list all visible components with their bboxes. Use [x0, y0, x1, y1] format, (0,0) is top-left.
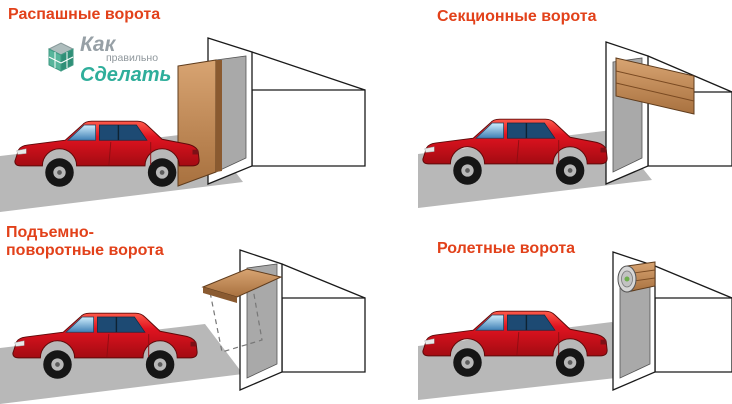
logo-word-pravilno: правильно: [106, 52, 159, 64]
logo-word-sdelat: Сделать: [80, 63, 172, 86]
garage-roof-edge: [647, 55, 732, 93]
swing-gate-edge: [216, 60, 222, 172]
illustration-tilt-gates: [0, 249, 366, 404]
logo-word-kak: Как: [80, 33, 116, 56]
house-cube-icon: [47, 42, 75, 72]
title-tilt-line2: поворотные ворота: [6, 241, 164, 259]
illustration-roller-gates: [418, 251, 732, 400]
garage-swing: [177, 37, 366, 187]
garage-opening: [246, 263, 278, 379]
garage-side-wall: [251, 89, 366, 167]
roller-end-cap-center: [624, 276, 630, 282]
title-swing-gates: Распашные ворота: [8, 6, 161, 23]
garage-side-wall: [654, 297, 732, 373]
garage-roller: [612, 251, 732, 391]
illustration-sectional-gates: [418, 41, 732, 208]
garage-roof-edge: [251, 51, 366, 91]
title-tilt-gates: Подъемно- поворотные ворота: [6, 224, 164, 260]
site-logo: Как правильно Сделать: [46, 34, 186, 85]
title-sectional-gates: Секционные ворота: [437, 8, 597, 25]
garage-roof-edge: [281, 263, 366, 299]
garage-sectional: [605, 41, 732, 185]
site-logo-text: Как правильно Сделать: [80, 34, 171, 85]
tilt-gate-panel-open: [201, 268, 283, 298]
garage-roof-edge: [654, 265, 732, 299]
title-tilt-line1: Подъемно-: [6, 224, 94, 241]
sectional-gate-seam: [615, 82, 695, 102]
sectional-gate-seam: [615, 70, 695, 90]
tilt-gate-panel-edge: [203, 287, 237, 303]
title-roller-gates: Ролетные ворота: [437, 240, 576, 257]
garage-side-wall: [281, 297, 366, 373]
illustration-swing-gates: [0, 37, 366, 212]
garage-tilt: [201, 249, 366, 391]
